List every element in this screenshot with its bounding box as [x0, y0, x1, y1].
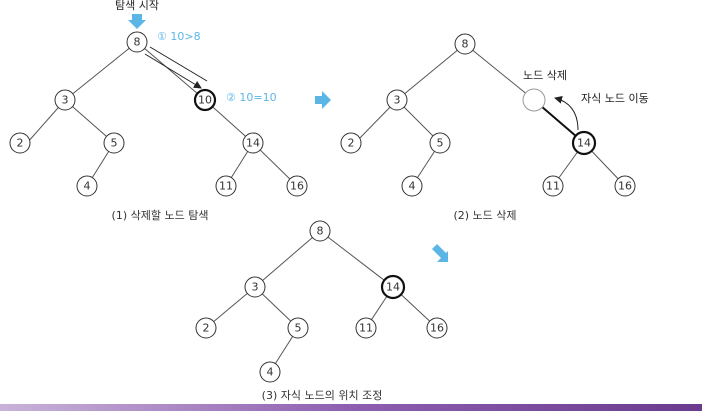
- p1-node-3: 3: [54, 89, 76, 111]
- svg-text:5: 5: [111, 137, 118, 150]
- svg-text:8: 8: [462, 38, 469, 51]
- p2-node-14: 14: [571, 130, 597, 156]
- p2-node-2: 2: [340, 132, 362, 154]
- caption-3: (3) 자식 노드의 위치 조정: [262, 389, 383, 402]
- move-child-label: 자식 노드 이동: [581, 92, 649, 105]
- svg-text:5: 5: [437, 137, 444, 150]
- footer-accent-bar: [0, 404, 702, 411]
- next-step-arrow-icon: [315, 91, 331, 109]
- svg-text:10: 10: [198, 94, 212, 107]
- p3-node-4: 4: [259, 361, 281, 383]
- p1-node-8: 8: [126, 31, 148, 53]
- search-start-label: 탐색 시작: [115, 0, 159, 12]
- p2-node-4: 4: [401, 175, 423, 197]
- svg-text:5: 5: [295, 322, 302, 335]
- svg-text:3: 3: [252, 281, 259, 294]
- p3-node-11: 11: [355, 317, 377, 339]
- svg-text:16: 16: [618, 180, 632, 193]
- panel-2: 8 3 2 5 14 4 11 16 노드 삭제 자식 노드 이동 (2) 노드…: [340, 33, 649, 222]
- p3-node-8: 8: [309, 220, 331, 242]
- step-1-label: ① 10>8: [157, 30, 201, 43]
- svg-text:3: 3: [394, 94, 401, 107]
- svg-text:4: 4: [409, 180, 416, 193]
- p2-node-16: 16: [614, 175, 636, 197]
- svg-text:11: 11: [546, 180, 560, 193]
- svg-text:3: 3: [62, 94, 69, 107]
- p2-node-8: 8: [454, 33, 476, 55]
- p1-node-14: 14: [242, 132, 264, 154]
- p3-node-3: 3: [244, 276, 266, 298]
- p1-node-4: 4: [76, 175, 98, 197]
- p3-node-5: 5: [287, 317, 309, 339]
- svg-text:16: 16: [290, 180, 304, 193]
- p2-node-11: 11: [542, 175, 564, 197]
- panel-1: 탐색 시작 8 3 10 2 5 14 4 11 16 ① 10>8 ② 10=…: [9, 0, 308, 222]
- caption-2: (2) 노드 삭제: [453, 209, 516, 222]
- p1-node-5: 5: [103, 132, 125, 154]
- p3-node-2: 2: [195, 317, 217, 339]
- svg-text:14: 14: [386, 281, 400, 294]
- svg-text:8: 8: [317, 225, 324, 238]
- p1-node-10: 10: [193, 88, 217, 112]
- caption-1: (1) 삭제할 노드 탐색: [112, 209, 209, 222]
- p1-node-11: 11: [215, 175, 237, 197]
- svg-text:2: 2: [203, 322, 210, 335]
- search-start-arrow-icon: [128, 14, 146, 29]
- p2-node-5: 5: [429, 132, 451, 154]
- p2-node-3: 3: [386, 89, 408, 111]
- panel-3: 8 3 14 2 5 11 16 4 (3) 자식 노드의 위치 조정: [195, 220, 448, 402]
- delete-node-label: 노드 삭제: [523, 69, 567, 82]
- svg-text:11: 11: [219, 180, 233, 193]
- p3-node-14: 14: [380, 274, 406, 300]
- svg-text:14: 14: [577, 137, 591, 150]
- p3-node-16: 16: [426, 317, 448, 339]
- svg-text:2: 2: [17, 137, 24, 150]
- svg-text:8: 8: [134, 36, 141, 49]
- p1-node-2: 2: [9, 132, 31, 154]
- svg-text:4: 4: [84, 180, 91, 193]
- svg-text:2: 2: [348, 137, 355, 150]
- svg-text:4: 4: [267, 366, 274, 379]
- svg-text:11: 11: [359, 322, 373, 335]
- next-step-arrow-icon-2: [432, 244, 448, 262]
- svg-text:16: 16: [430, 322, 444, 335]
- p2-deleted-node-placeholder: [522, 88, 546, 112]
- svg-text:14: 14: [246, 137, 260, 150]
- step-2-label: ② 10=10: [226, 91, 277, 104]
- p1-node-16: 16: [286, 175, 308, 197]
